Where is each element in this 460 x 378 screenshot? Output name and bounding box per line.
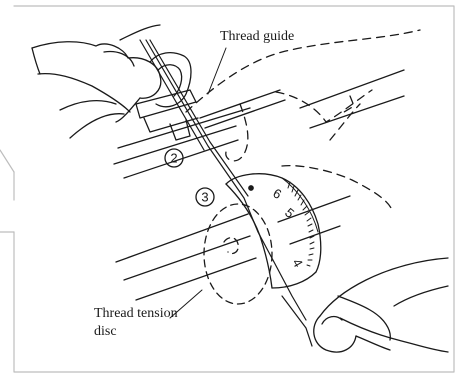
machine-body-outline	[114, 25, 404, 300]
left-hand	[32, 42, 161, 138]
dial-knurling	[288, 182, 314, 266]
right-hand	[314, 258, 448, 352]
step-3-number: 3	[201, 190, 208, 205]
dial-number-4: 4	[289, 256, 306, 270]
thread-solid	[140, 40, 312, 346]
dial-number-6: 6	[271, 185, 284, 202]
label-tension-disc-line1: Thread tension	[94, 306, 178, 321]
frame-border	[0, 6, 454, 372]
thread-path-dashed	[186, 30, 420, 210]
tension-dial	[226, 174, 321, 288]
step-2-number: 2	[170, 151, 177, 166]
label-tension-disc-line2: disc	[94, 324, 117, 339]
dial-number-5: 5	[282, 205, 297, 221]
tension-disc-dashed	[204, 204, 272, 304]
label-thread-guide: Thread guide	[220, 29, 294, 44]
